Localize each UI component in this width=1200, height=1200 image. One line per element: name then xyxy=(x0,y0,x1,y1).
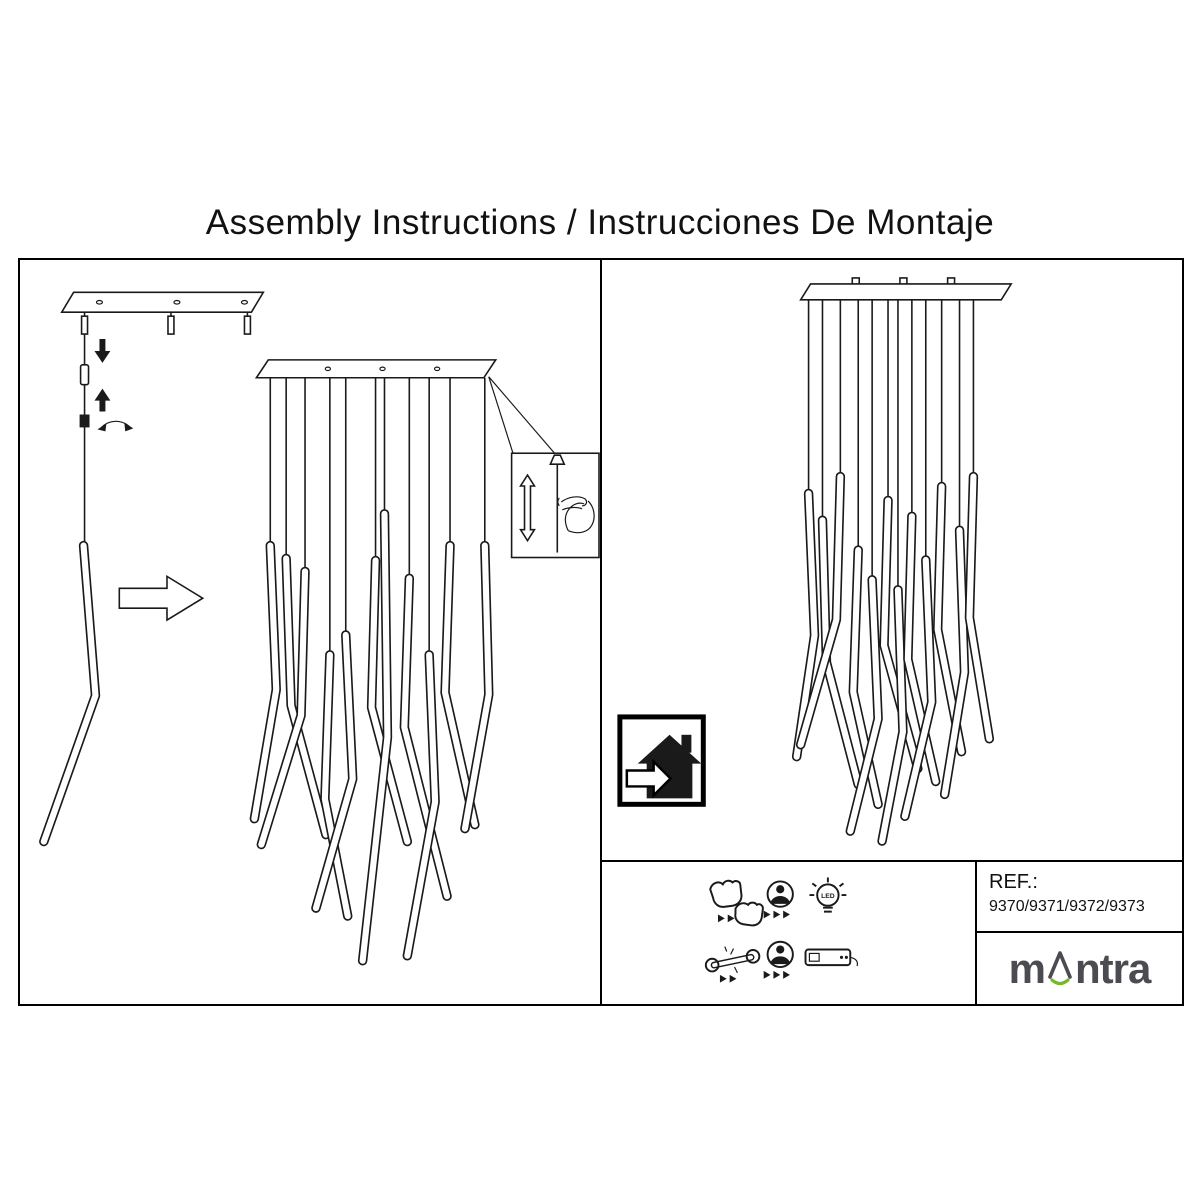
led-label: LED xyxy=(821,893,835,900)
suspension-cables xyxy=(807,299,975,590)
reference-section: REF.: 9370/9371/9372/9373 xyxy=(977,862,1182,933)
assembled-fixture xyxy=(249,359,498,966)
assembly-steps-drawing xyxy=(39,291,600,966)
led-bulb-icon: LED xyxy=(809,877,847,913)
finished-fixture-drawing xyxy=(617,277,1013,846)
qualified-installer-icon-2 xyxy=(763,940,794,979)
symbols-box: LED xyxy=(600,860,977,1006)
handle-tube-with-care-icon xyxy=(704,946,761,983)
qualified-installer-icon xyxy=(763,880,794,919)
pendant-cluster xyxy=(791,471,995,846)
ref-box: REF.: 9370/9371/9372/9373 m ntra xyxy=(975,860,1184,1006)
ceiling-grip xyxy=(549,454,566,465)
brand-logo: m ntra xyxy=(977,933,1182,1004)
single-pendant-tube xyxy=(39,540,101,847)
rotate-arrow-icon xyxy=(97,420,134,432)
rod-assembly-step xyxy=(79,334,134,546)
handle-with-gloves-icon xyxy=(709,879,764,927)
lamp-glyph-icon xyxy=(1048,950,1072,985)
up-down-arrow xyxy=(519,473,536,543)
into-house-arrow xyxy=(625,758,673,799)
led-driver-icon xyxy=(804,948,858,967)
suspension-cables xyxy=(269,377,486,655)
push-up-arrow xyxy=(94,388,111,412)
next-step-arrow xyxy=(118,574,205,622)
ref-label: REF.: xyxy=(989,871,1038,893)
page-title: Assembly Instructions / Instrucciones De… xyxy=(205,203,995,242)
indoor-use-icon xyxy=(617,714,706,807)
fixture-canopy xyxy=(799,283,1013,301)
safety-symbols-drawing: LED xyxy=(704,877,858,983)
ceiling-canopy-step1 xyxy=(60,291,265,335)
height-adjustment-inset xyxy=(510,452,600,559)
ref-models: 9370/9371/9372/9373 xyxy=(989,898,1145,915)
fixture-canopy xyxy=(254,359,498,379)
cable-clamp xyxy=(79,414,90,428)
right-panel xyxy=(600,258,1184,862)
left-panel: 5 xyxy=(18,258,602,1006)
finished-fixture xyxy=(791,277,1013,846)
detail-callout-lines xyxy=(488,376,557,456)
brand-suffix: ntra xyxy=(1075,944,1151,992)
pendant-cluster xyxy=(249,509,494,966)
insert-down-arrow xyxy=(94,339,111,363)
brand-prefix: m xyxy=(1008,944,1046,992)
height-adjustment-hand-icon xyxy=(557,496,595,534)
